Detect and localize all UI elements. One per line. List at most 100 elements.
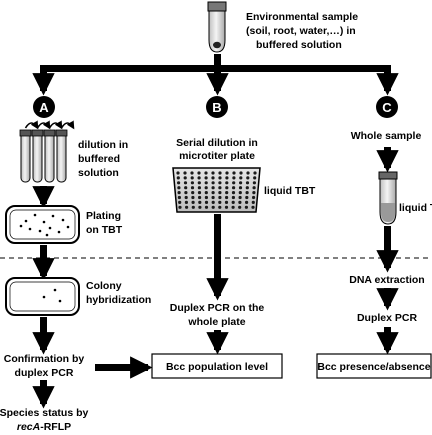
microtiter-well [204, 205, 209, 209]
microtiter-well [224, 205, 229, 209]
serial-label-line2: microtiter plate [179, 150, 255, 162]
hybridization-plate-icon [5, 277, 80, 316]
microtiter-well [218, 186, 222, 190]
microtiter-well [246, 176, 250, 180]
microtiter-well [232, 171, 236, 175]
badge-c: C [376, 96, 398, 118]
microtiter-well [204, 181, 208, 185]
colony-label-line2: hybridization [86, 294, 151, 306]
microtiter-well [239, 181, 243, 185]
plating-label-line2: on TBT [86, 224, 123, 236]
sample-label-line3: buffered solution [256, 39, 342, 51]
microtiter-well [218, 176, 222, 180]
microtiter-well [225, 191, 229, 195]
microtiter-well [252, 186, 256, 190]
duplex-pcr-label: Duplex PCR [357, 312, 418, 324]
microtiter-well [183, 181, 188, 185]
microtiter-well [244, 205, 248, 209]
badge-b: B [206, 96, 228, 118]
microtiter-well [239, 176, 243, 180]
microtiter-well [204, 176, 208, 180]
microtiter-well [184, 195, 188, 200]
microtiter-well [238, 186, 243, 190]
species-label-line2: recA-RFLP [17, 421, 71, 433]
microtiter-well [238, 191, 242, 195]
microtiter-well [190, 186, 195, 190]
microtiter-well [197, 181, 201, 185]
microtiter-well [231, 195, 235, 200]
microtiter-well [183, 176, 187, 180]
microtiter-well [232, 176, 236, 180]
microtiter-well [204, 186, 208, 190]
microtiter-well [177, 181, 181, 185]
microtiter-well [225, 176, 229, 180]
presence-result-label: Bcc presence/absence [317, 361, 430, 373]
microtiter-well [204, 195, 208, 200]
liquid-tbt-label-b: liquid TBT [264, 185, 316, 197]
microtiter-well [197, 171, 201, 175]
dna-extraction-label: DNA extraction [349, 274, 424, 286]
microtiter-well [191, 195, 195, 200]
microtiter-well [211, 181, 215, 185]
confirm-label-line1: Confirmation by [4, 353, 85, 365]
tbt-plate-icon [5, 205, 80, 244]
microtiter-well [204, 191, 208, 195]
population-result-box: Bcc population level [151, 353, 283, 379]
dilution-label-line2: buffered [78, 153, 120, 165]
microtiter-well [252, 181, 256, 185]
microtiter-well [176, 171, 180, 175]
microtiter-well [238, 205, 242, 209]
duplex-plate-label-line1: Duplex PCR on the [170, 302, 265, 314]
liquid-tbt-tube-icon [378, 171, 398, 225]
sample-label-line1: Environmental sample [246, 11, 358, 23]
svg-text:A: A [39, 100, 49, 115]
colony-label-line1: Colony [86, 280, 122, 292]
microtiter-well [191, 200, 195, 204]
microtiter-well [218, 171, 222, 175]
microtiter-well [183, 171, 187, 175]
microtiter-well [246, 171, 250, 175]
microtiter-well [197, 186, 201, 190]
microtiter-well [251, 205, 255, 209]
svg-text:B: B [212, 100, 221, 115]
microtiter-well [184, 191, 188, 195]
microtiter-well [211, 176, 215, 180]
plating-label-line1: Plating [86, 210, 121, 222]
microtiter-well [253, 171, 257, 175]
badge-a: A [33, 96, 55, 118]
microtiter-well [184, 200, 188, 204]
microtiter-well [177, 191, 181, 195]
microtiter-well [184, 186, 188, 190]
microtiter-well [245, 186, 249, 190]
microtiter-well [252, 195, 256, 200]
microtiter-well [218, 205, 222, 209]
microtiter-plate-icon [172, 167, 261, 213]
microtiter-well [218, 181, 222, 185]
microtiter-well [218, 200, 222, 204]
microtiter-well [224, 200, 229, 204]
microtiter-well [211, 171, 215, 175]
microtiter-well [190, 176, 194, 180]
microtiter-well [190, 181, 194, 185]
dilution-tubes-icon [19, 120, 75, 183]
microtiter-well [225, 186, 229, 190]
microtiter-well [204, 171, 208, 175]
microtiter-well [238, 200, 242, 204]
microtiter-well [239, 171, 243, 175]
microtiter-well [176, 176, 180, 180]
svg-text:C: C [382, 100, 392, 115]
microtiter-well [231, 191, 236, 195]
duplex-plate-label-line2: whole plate [187, 316, 245, 328]
confirm-label-line2: duplex PCR [15, 367, 74, 379]
microtiter-well [211, 195, 215, 200]
microtiter-well [218, 191, 222, 195]
microtiter-well [204, 200, 209, 204]
microtiter-well [198, 195, 202, 200]
microtiter-well [185, 205, 189, 209]
microtiter-well [245, 181, 250, 185]
microtiter-well [251, 200, 255, 204]
dilution-label-line3: solution [78, 167, 119, 179]
microtiter-well [178, 205, 182, 209]
microtiter-well [232, 186, 236, 190]
